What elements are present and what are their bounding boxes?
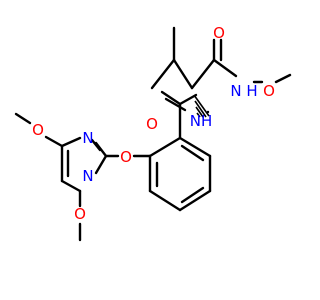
bond: [180, 144, 205, 162]
bond: [164, 97, 187, 112]
atom-label-oxygen: O: [213, 24, 225, 42]
atom-label-oxygen: O: [263, 82, 275, 100]
bond: [172, 58, 194, 90]
bond: [90, 138, 102, 152]
stereo-hash-bond: [193, 94, 210, 118]
bond: [14, 112, 32, 125]
bond: [212, 58, 238, 78]
atom-label-nh: N H: [230, 82, 257, 100]
bond: [60, 136, 82, 148]
bond: [190, 58, 216, 90]
bond: [180, 186, 205, 204]
bond: [148, 136, 182, 158]
atom-label-oxygen: O: [32, 121, 44, 139]
bond: [178, 93, 198, 106]
bond: [178, 189, 212, 212]
bond: [94, 154, 108, 175]
bond: [160, 90, 182, 106]
atom-label-oxygen: O: [120, 148, 132, 166]
structure-diagram: O NH O N H O O N N O O: [14, 24, 292, 242]
bond: [178, 136, 212, 158]
atom-label-nh: NH: [190, 112, 213, 130]
molecule-canvas: O NH O N H O O N N O O: [14, 24, 292, 242]
atom-label-oxygen: O: [146, 115, 158, 133]
atom-label-oxygen: O: [74, 205, 86, 223]
atom-label-nitrogen: N: [82, 167, 93, 185]
bond: [150, 58, 176, 90]
atom-label-nitrogen: N: [82, 129, 93, 147]
bond: [44, 135, 64, 148]
bond: [60, 179, 82, 193]
bond: [274, 73, 292, 84]
atom-labels: O NH O N H O O N N O O: [32, 24, 275, 223]
bond: [148, 189, 182, 212]
bonds: [14, 26, 292, 242]
